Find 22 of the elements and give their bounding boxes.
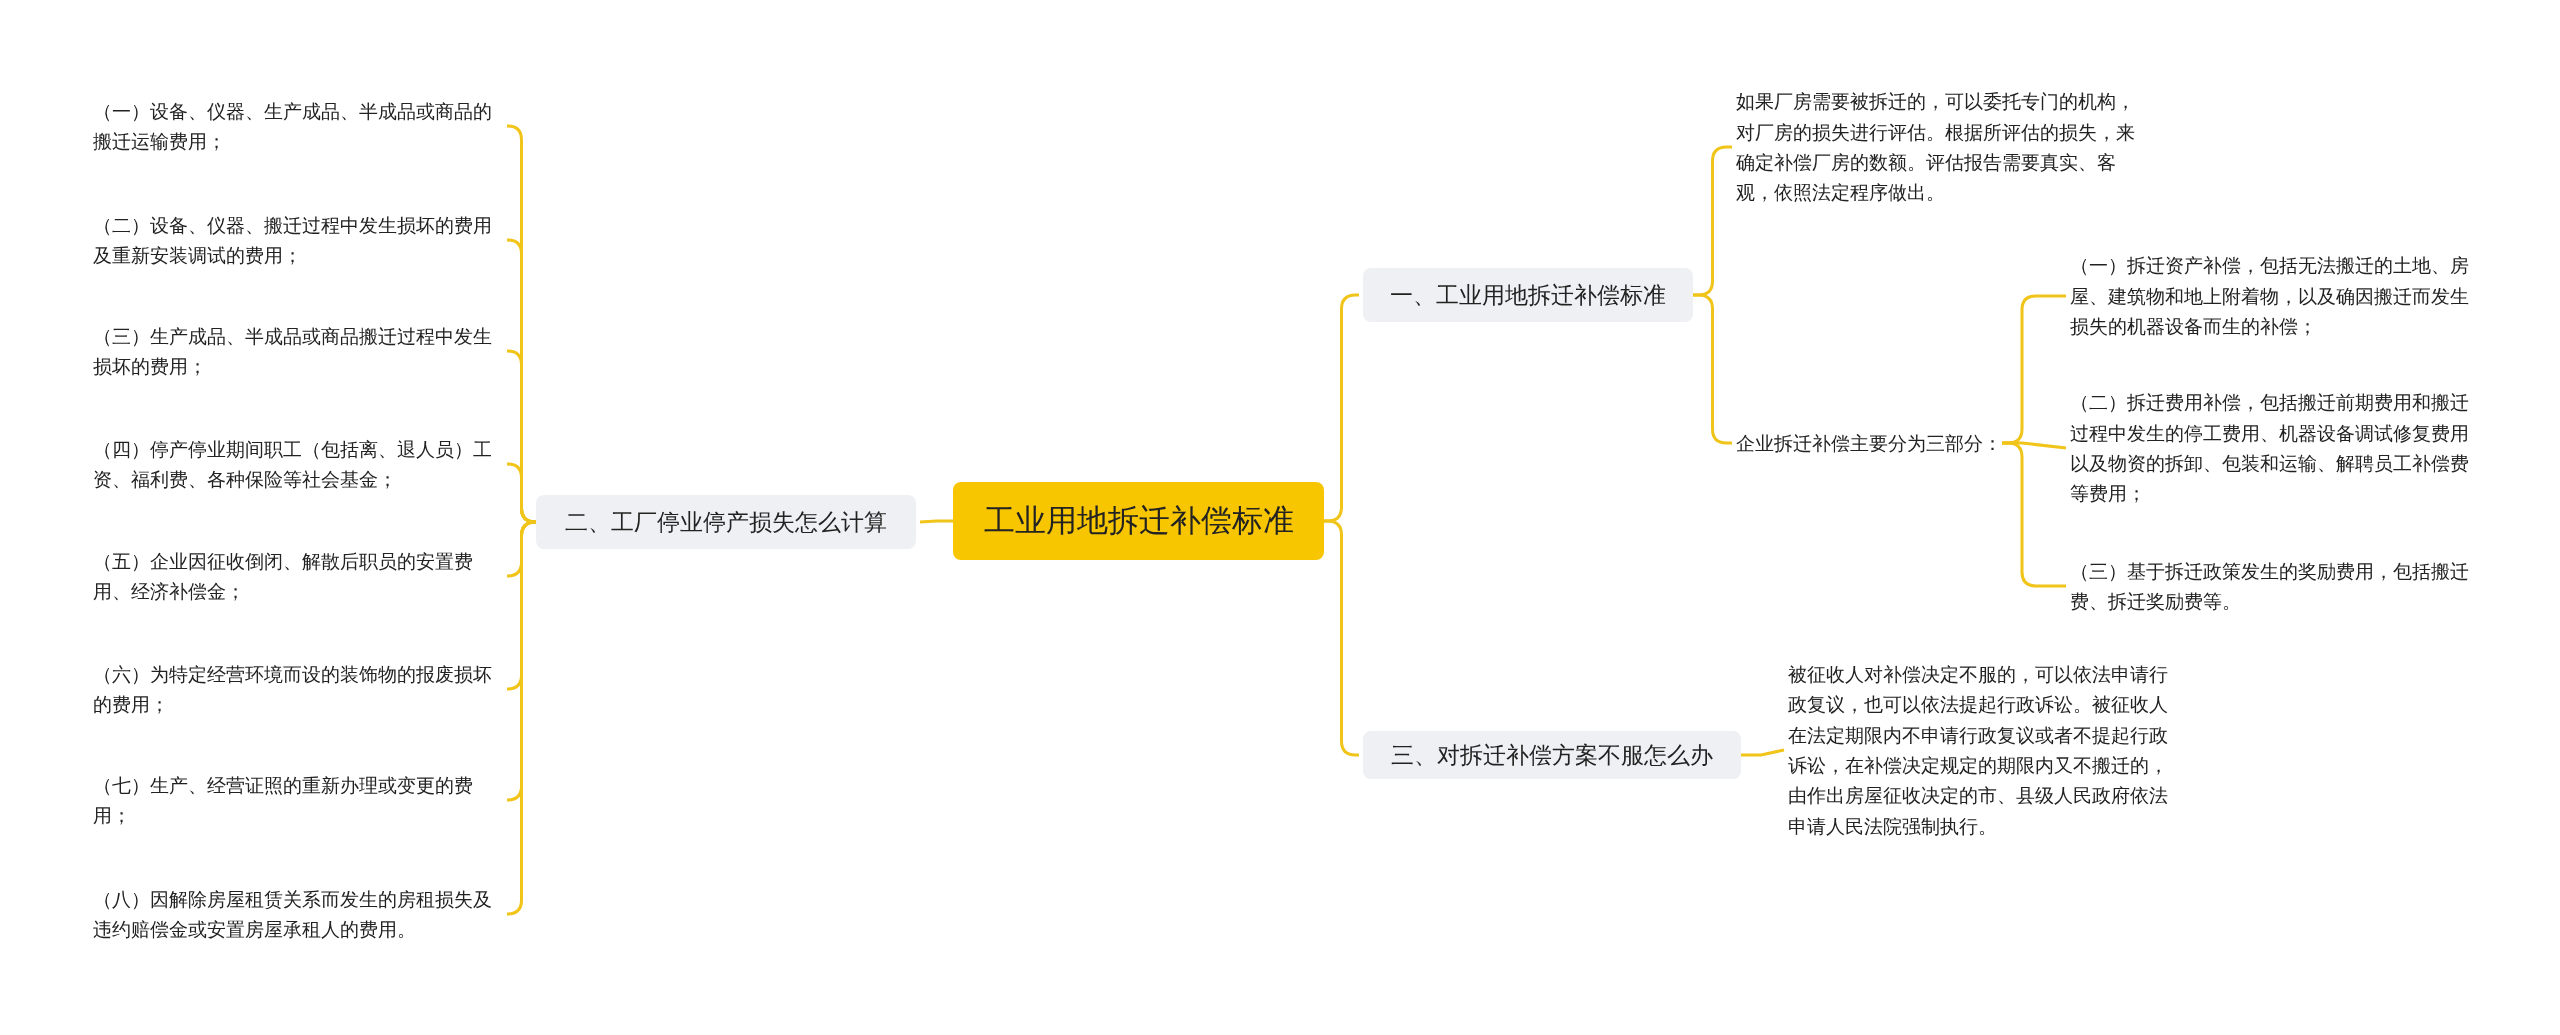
central-topic-box: 工业用地拆迁补偿标准 — [953, 482, 1324, 560]
topic-box: 一、工业用地拆迁补偿标准 — [1363, 268, 1693, 322]
topic-box: 二、工厂停业停产损失怎么计算 — [536, 495, 916, 549]
connector — [506, 462, 537, 524]
note-text: （八）因解除房屋租赁关系而发生的房租损失及违约赔偿金或安置房屋承租人的费用。 — [93, 883, 503, 945]
note-text: 企业拆迁补偿主要分为三部分： — [1736, 427, 2002, 459]
note-text: （三）基于拆迁政策发生的奖励费用，包括搬迁费、拆迁奖励费等。 — [2070, 555, 2475, 617]
connector — [1741, 748, 1785, 757]
note-text: （一）拆迁资产补偿，包括无法搬迁的土地、房屋、建筑物和地上附着物，以及确因搬迁而发生损失的机器设备而生的补偿； — [2070, 250, 2475, 342]
note-text: （二）拆迁费用补偿，包括搬迁前期费用和搬迁过程中发生的停工费用、机器设备调试修复费用以及物资的拆卸、包装和运输、解聘员工补偿费等费用； — [2070, 387, 2475, 509]
connector — [919, 519, 953, 524]
note-text: （六）为特定经营环境而设的装饰物的报废损坏的费用； — [93, 658, 503, 720]
note-text: （三）生产成品、半成品或商品搬迁过程中发生损坏的费用； — [93, 320, 503, 382]
note-text: （四）停产停业期间职工（包括离、退人员）工资、福利费、各种保险等社会基金； — [93, 433, 503, 495]
connector — [2002, 441, 2066, 588]
note-text: （二）设备、仪器、搬迁过程中发生损坏的费用及重新安装调试的费用； — [93, 209, 503, 271]
topic-box: 三、对拆迁补偿方案不服怎么办 — [1363, 731, 1741, 779]
note-text: 如果厂房需要被拆迁的，可以委托专门的机构，对厂房的损失进行评估。根据所评估的损失，来确定补偿厂房的数额。评估报告需要真实、客观，依照法定程序做出。 — [1736, 86, 2141, 208]
note-text: （五）企业因征收倒闭、解散后职员的安置费用、经济补偿金； — [93, 545, 503, 607]
note-text: （一）设备、仪器、生产成品、半成品或商品的搬迁运输费用； — [93, 95, 503, 157]
note-text: （七）生产、经营证照的重新办理或变更的费用； — [93, 769, 503, 831]
note-text: 被征收人对补偿决定不服的，可以依法申请行政复议，也可以依法提起行政诉讼。被征收人在法定期限内不申请行政复议或者不提起行政诉讼，在补偿决定规定的期限内又不搬迁的，由作出房屋征收决定的市、县级人民政府依法申请人民法院强制执行。 — [1788, 658, 2178, 842]
